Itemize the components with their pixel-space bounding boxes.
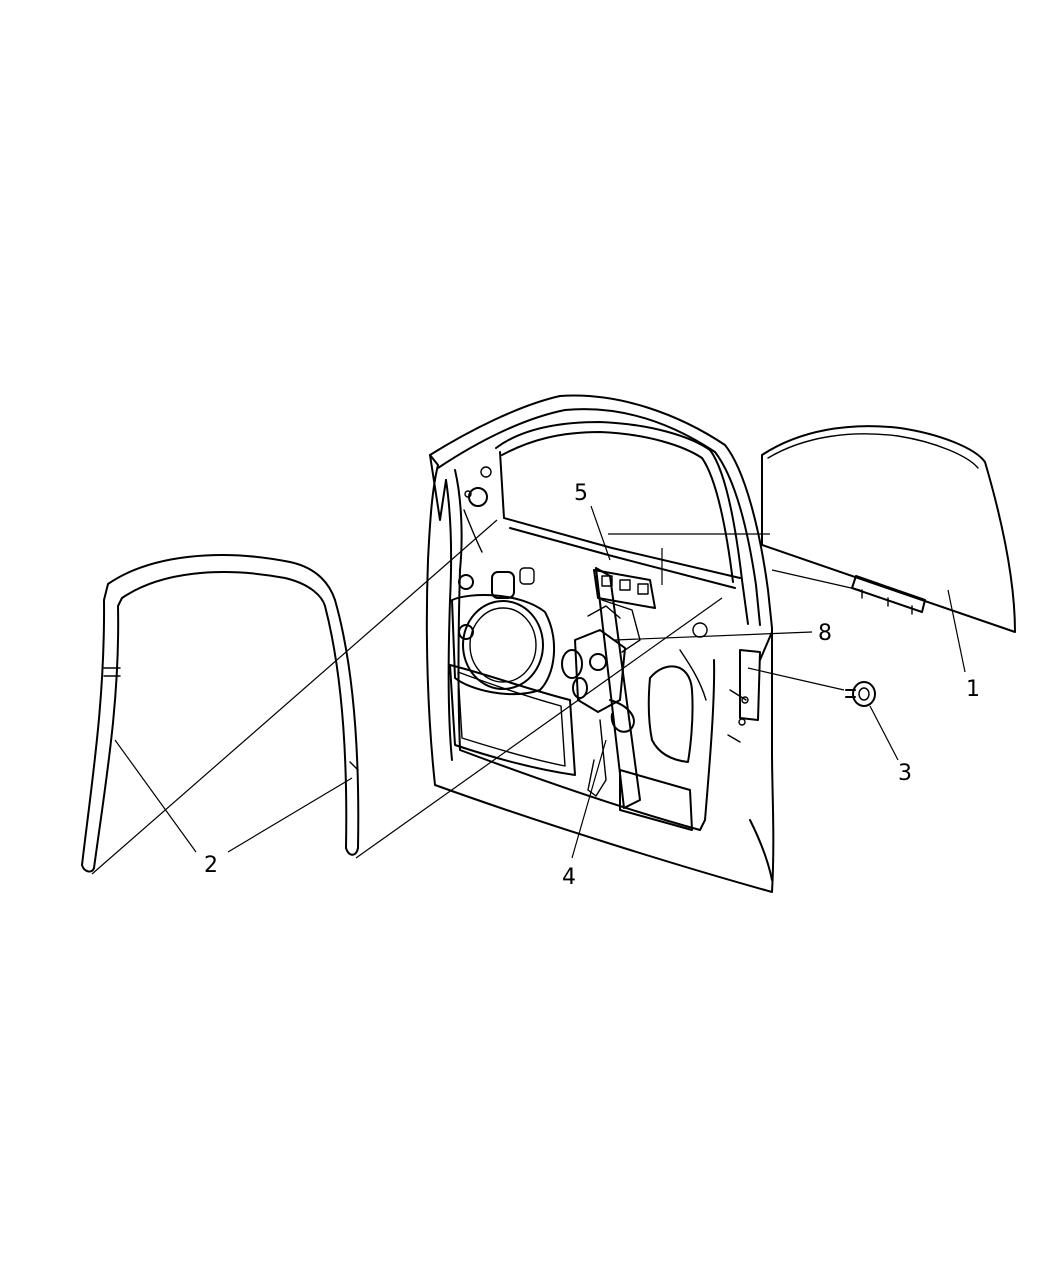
leader-lines [91, 505, 966, 875]
callout-5: 5 [574, 481, 588, 506]
callout-2: 2 [204, 853, 218, 878]
regulator-bracket [593, 569, 656, 609]
door-shell [425, 394, 775, 893]
window-regulator [561, 567, 641, 809]
callout-8: 8 [818, 621, 832, 646]
weatherstrip-seal-left [81, 554, 336, 873]
callout-1: 1 [966, 677, 980, 702]
fastener-nut [845, 681, 876, 707]
door-glass [761, 425, 1016, 633]
callout-4: 4 [562, 865, 576, 890]
callout-3: 3 [898, 761, 912, 786]
weatherstrip-seal-right [324, 599, 360, 856]
